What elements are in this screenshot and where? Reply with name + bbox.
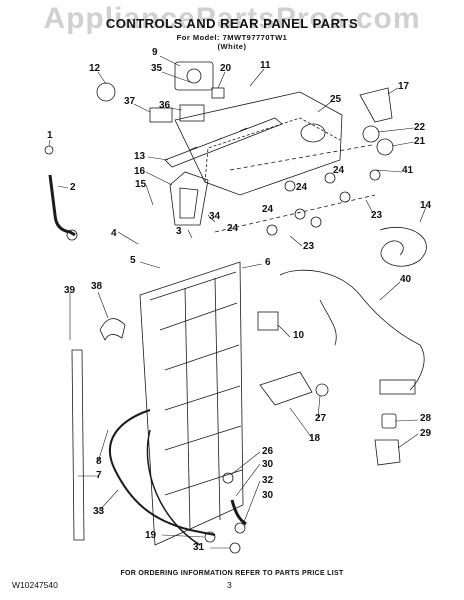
fill-hose [146, 429, 201, 546]
water-valve-18 [259, 371, 313, 406]
hose-2 [48, 174, 76, 237]
control-console-panel [174, 91, 343, 196]
callout-2: 2 [70, 182, 76, 193]
callout-10: 10 [293, 330, 305, 341]
fitting-26 [222, 472, 234, 484]
callout-40: 40 [400, 274, 412, 285]
callout-17: 17 [398, 81, 410, 92]
page-number: 3 [227, 580, 232, 590]
clamp-19 [204, 531, 216, 543]
model-number: For Model: 7MWT97770TW1 [176, 33, 288, 42]
callout-11: 11 [260, 60, 271, 71]
knob-21 [376, 138, 394, 156]
callout-23-a: 23 [371, 210, 383, 221]
callout-36: 36 [159, 100, 171, 111]
watermark-text: AppliancePartsPros.com [43, 2, 421, 35]
callout-15: 15 [135, 179, 147, 190]
callout-39: 39 [64, 285, 76, 296]
switch-20 [211, 87, 225, 99]
connector-block [379, 379, 416, 395]
wire-harness [279, 269, 425, 391]
diagram-title: CONTROLS AND REAR PANEL PARTS [105, 16, 359, 31]
bracket-38 [99, 318, 126, 341]
console-dial-opening [300, 123, 326, 143]
callout-13: 13 [134, 151, 146, 162]
callout-41: 41 [402, 165, 414, 176]
rear-panel [139, 261, 244, 546]
callout-21: 21 [414, 136, 426, 147]
knob-22 [362, 125, 380, 143]
callout-34: 34 [209, 211, 221, 222]
callout-4: 4 [111, 228, 117, 239]
callout-19: 19 [145, 530, 157, 541]
callout-35: 35 [151, 63, 163, 74]
part-27 [315, 383, 329, 397]
part-28 [381, 413, 397, 429]
elbow-30 [230, 499, 247, 526]
callout-22: 22 [414, 122, 426, 133]
callout-30-a: 30 [262, 459, 274, 470]
callout-24-a: 24 [333, 165, 345, 176]
bracket-10 [257, 311, 279, 331]
callout-3: 3 [176, 226, 182, 237]
knob-housing-16 [169, 171, 209, 226]
tube-7 [71, 349, 85, 541]
callout-29: 29 [420, 428, 432, 439]
callout-1: 1 [47, 130, 53, 141]
callout-31: 31 [193, 542, 205, 553]
bracket-17 [359, 87, 393, 123]
switch-37 [149, 107, 173, 123]
callout-24-d: 24 [227, 223, 239, 234]
switch-36 [179, 104, 205, 122]
callout-30-b: 30 [262, 490, 274, 501]
callout-9: 9 [152, 47, 158, 58]
part-29 [374, 439, 401, 466]
callout-37: 37 [124, 96, 136, 107]
callout-23-b: 23 [303, 241, 315, 252]
timer-assembly [174, 61, 214, 91]
callout-24-b: 24 [296, 182, 308, 193]
callout-6: 6 [265, 257, 271, 268]
callout-18: 18 [309, 433, 321, 444]
component-12 [96, 82, 116, 102]
callout-20: 20 [220, 63, 232, 74]
callout-28: 28 [420, 413, 432, 424]
drain-hose [109, 409, 216, 536]
ordering-info-note: FOR ORDERING INFORMATION REFER TO PARTS … [120, 570, 344, 577]
callout-12: 12 [89, 63, 101, 74]
callout-14: 14 [420, 200, 432, 211]
washer-1 [44, 145, 54, 155]
callout-32: 32 [262, 475, 274, 486]
callout-24-c: 24 [262, 204, 274, 215]
callout-7: 7 [96, 470, 102, 481]
power-cord-14 [379, 226, 427, 267]
clamp-32 [234, 522, 246, 534]
console-inner-edge [204, 117, 341, 183]
callout-5: 5 [130, 255, 136, 266]
callout-25: 25 [330, 94, 342, 105]
callout-27: 27 [315, 413, 327, 424]
callout-16: 16 [134, 166, 146, 177]
washer-31 [229, 542, 241, 554]
callout-38: 38 [91, 281, 103, 292]
knob-rail-upper [229, 144, 373, 171]
model-color: (White) [217, 42, 247, 51]
callout-8: 8 [96, 456, 102, 467]
document-number: W10247540 [12, 580, 58, 590]
callout-33: 33 [93, 506, 105, 517]
control-bracket [164, 117, 283, 168]
callout-26: 26 [262, 446, 274, 457]
